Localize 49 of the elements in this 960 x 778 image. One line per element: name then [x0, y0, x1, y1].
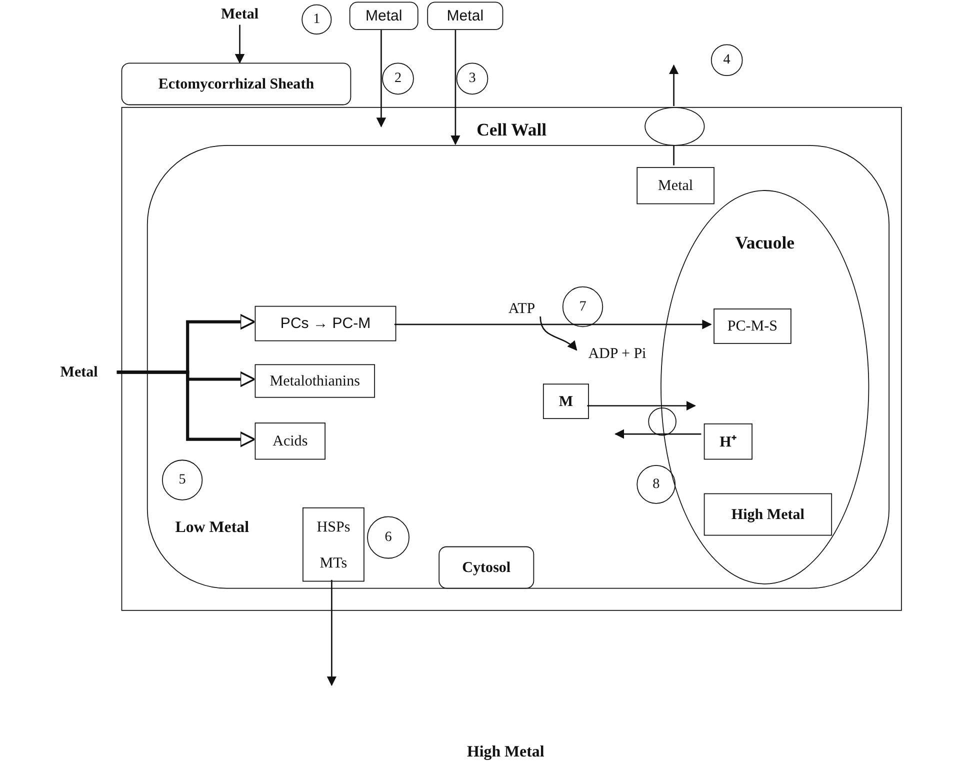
- step-number-circle: 2: [382, 62, 414, 95]
- arrow: [614, 429, 661, 439]
- arrow: [660, 400, 696, 411]
- process-box: PC-M-S: [714, 308, 792, 344]
- block-arrow: [116, 370, 256, 448]
- process-box: H⁺: [704, 423, 752, 460]
- step-number-circle: 1: [302, 4, 332, 34]
- region-title: Cell Wall: [476, 120, 547, 141]
- region-title: Vacuole: [735, 233, 794, 254]
- process-box: Acids: [254, 422, 326, 460]
- connector-line: [660, 433, 702, 435]
- rounded-box: Metal: [427, 2, 504, 30]
- process-box: M: [542, 384, 589, 420]
- arrow: [540, 316, 578, 351]
- rounded-box: Ectomycorrhizal Sheath: [121, 62, 352, 106]
- arrow: [326, 580, 337, 686]
- process-box: Metal: [636, 167, 714, 204]
- arrow: [376, 30, 386, 128]
- process-box: High Metal: [704, 493, 832, 536]
- rounded-box: Cytosol: [438, 546, 534, 589]
- region-label: Low Metal: [175, 518, 250, 537]
- arrow: [394, 320, 712, 330]
- cell-membrane-outline: [146, 144, 890, 589]
- process-box: PCs → PC-M: [254, 306, 396, 342]
- text-label: ATP: [501, 298, 542, 318]
- text-label: Metal: [210, 4, 269, 25]
- connector-line: [587, 405, 661, 406]
- transporter-ellipse: [644, 106, 705, 146]
- rounded-box: Metal: [349, 2, 418, 30]
- arrow: [234, 24, 245, 64]
- text-line: MTs: [320, 554, 348, 572]
- process-box: Metalothianins: [254, 364, 375, 398]
- vacuole-ellipse: [660, 190, 870, 584]
- connector-line: [673, 144, 674, 166]
- step-number-circle: 7: [562, 286, 604, 328]
- transporter-ellipse: [648, 408, 676, 436]
- step-number-circle: 5: [162, 460, 203, 500]
- region-label: High Metal: [466, 742, 544, 762]
- text-label: Metal: [60, 362, 117, 382]
- process-box: [302, 507, 364, 582]
- step-number-circle: 6: [367, 516, 410, 559]
- step-number-circle: 8: [636, 464, 676, 504]
- arrow: [450, 30, 460, 146]
- text-label: ADP + Pi: [578, 343, 656, 364]
- text-line: HSPs: [316, 518, 350, 536]
- step-number-circle: 4: [710, 44, 743, 76]
- step-number-circle: 3: [456, 62, 488, 95]
- cell-wall-rectangle: [121, 106, 902, 611]
- arrow: [668, 64, 679, 106]
